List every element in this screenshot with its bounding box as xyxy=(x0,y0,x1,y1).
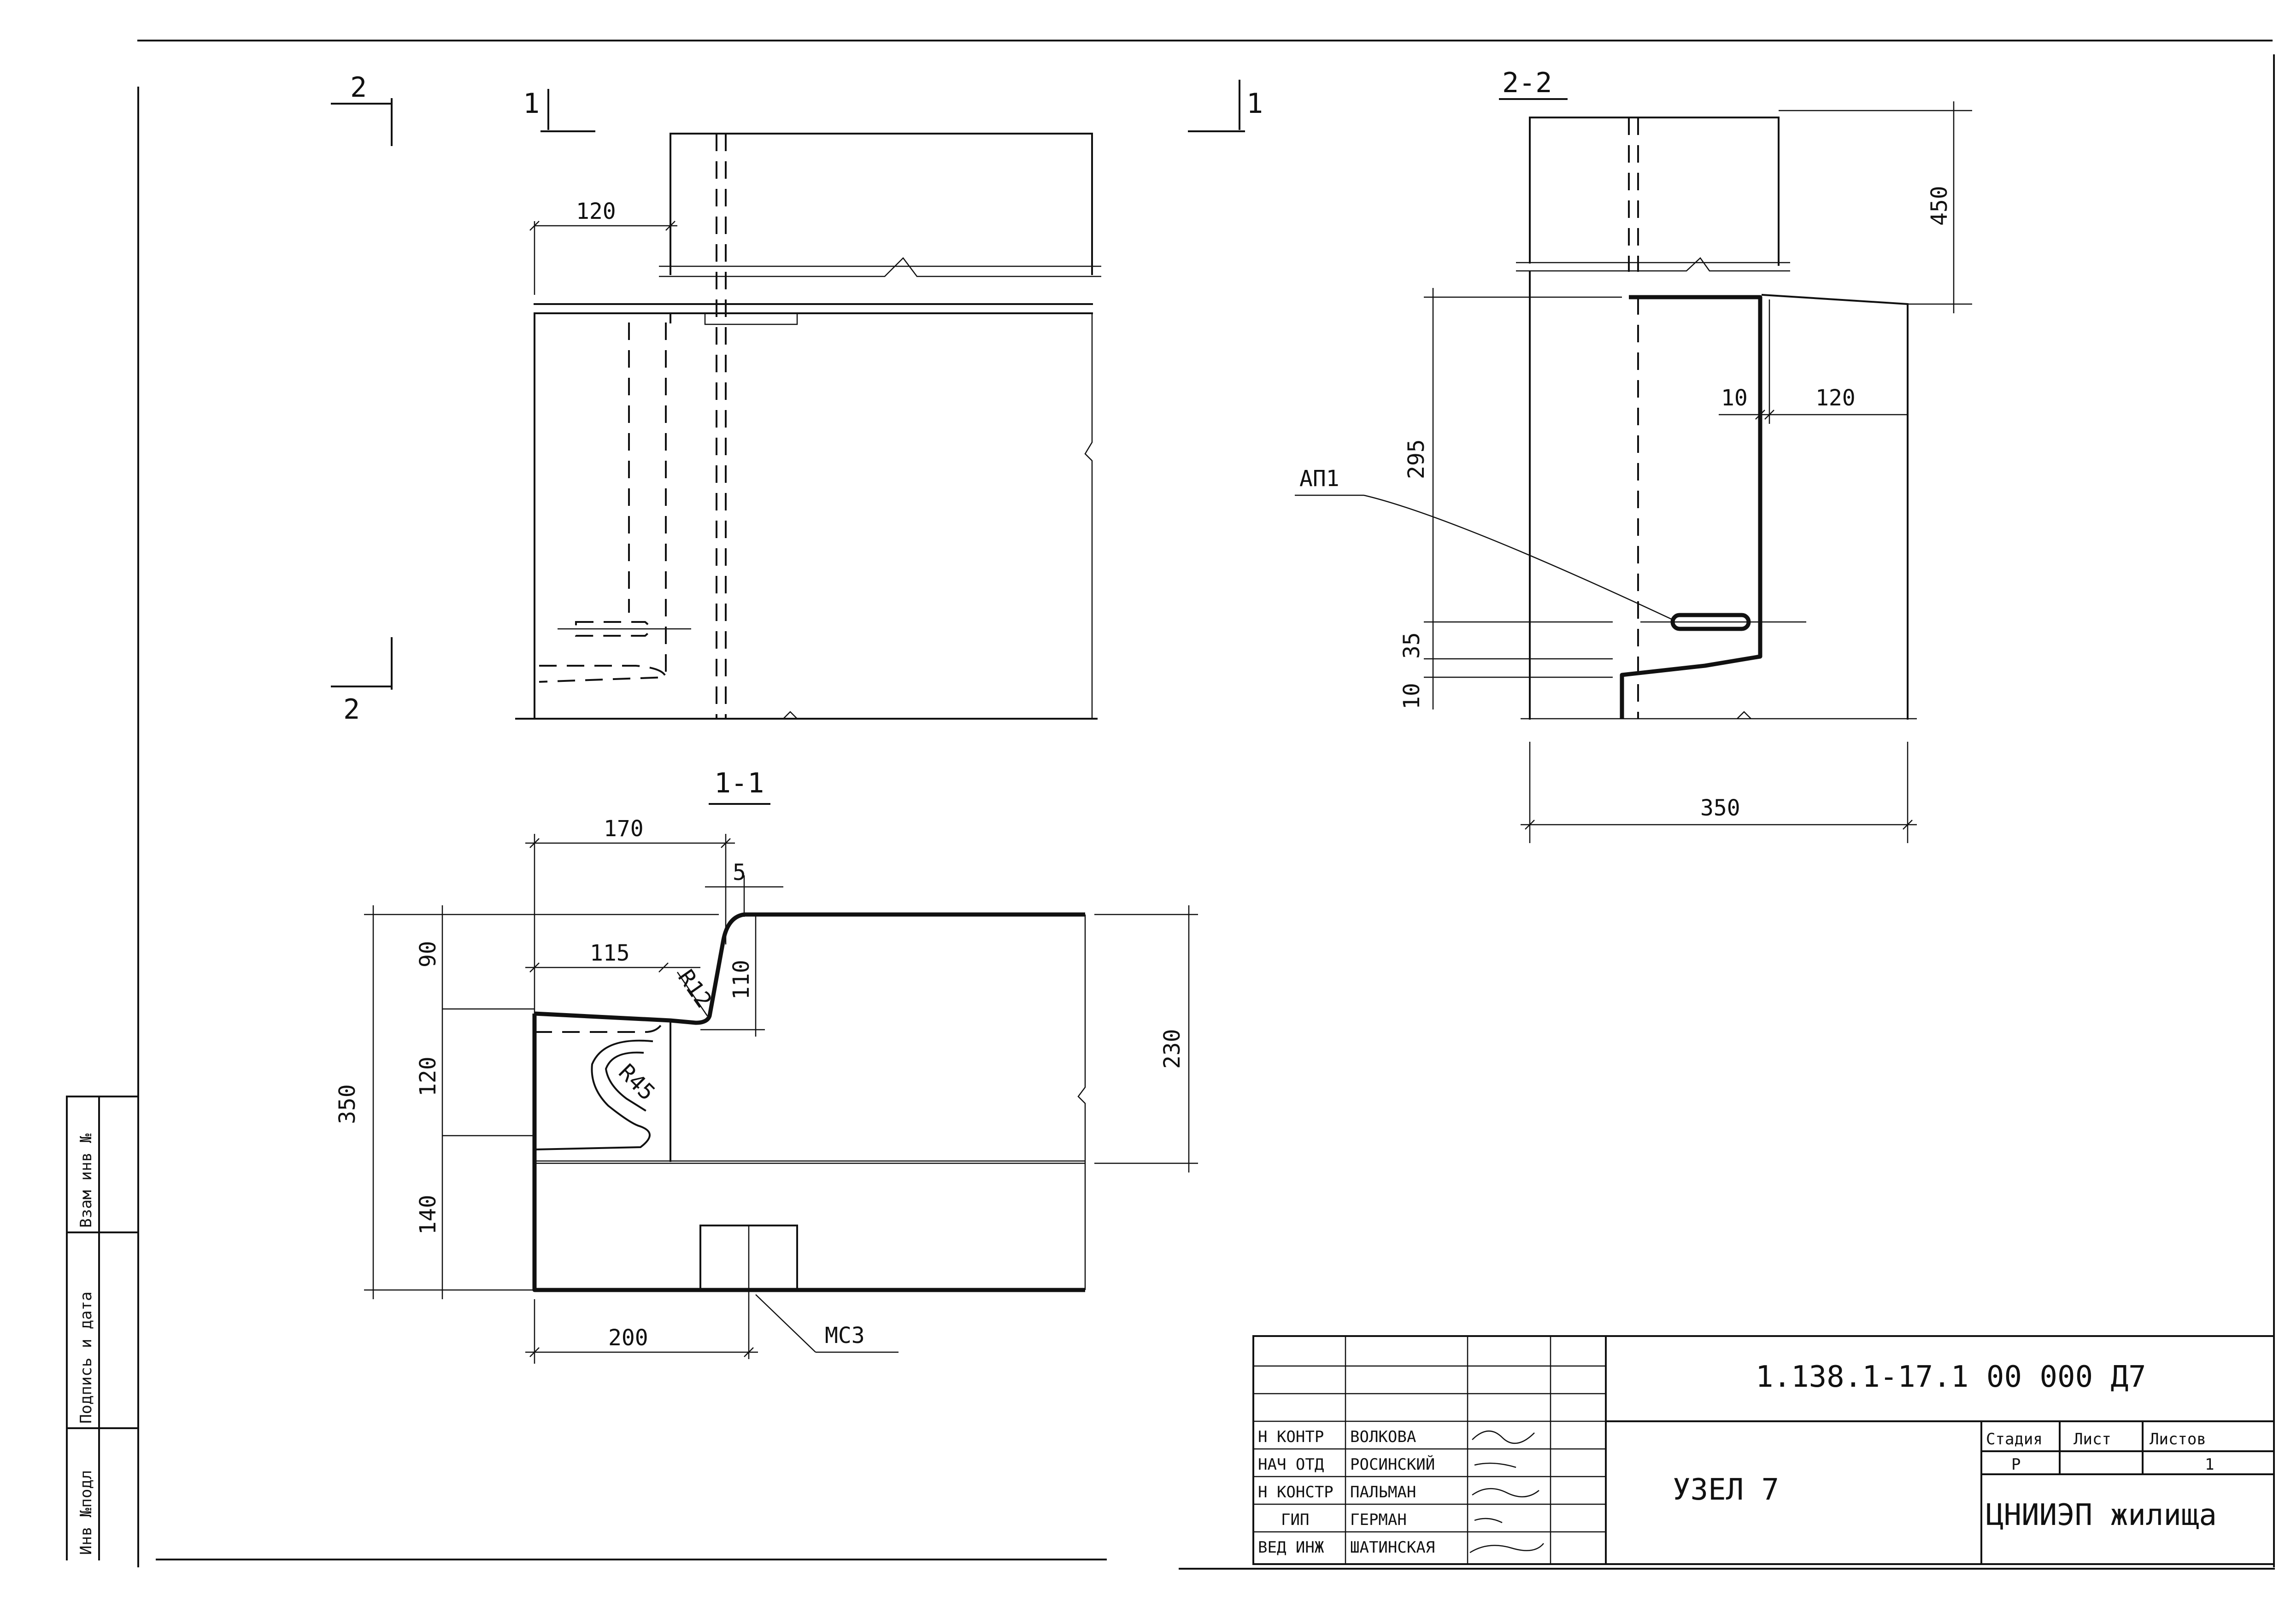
tb-title: УЗЕЛ 7 xyxy=(1673,1473,1779,1507)
section-mark-2-top-label: 2 xyxy=(350,71,367,104)
dim-200: 200 xyxy=(608,1325,648,1351)
tb-role-4: ВЕД ИНЖ xyxy=(1258,1538,1324,1557)
section-mark-1-right-label: 1 xyxy=(1246,88,1263,120)
section-mark-2-bottom: 2 xyxy=(331,637,393,726)
section-mark-1-left-label: 1 xyxy=(523,88,540,120)
tb-sheets-value: 1 xyxy=(2205,1455,2214,1474)
section-mark-2-top: 2 xyxy=(331,71,393,146)
dim-230: 230 xyxy=(1159,1029,1185,1069)
side-stamp-inv-podl: Инв №подл xyxy=(77,1470,95,1555)
dim-350-left: 350 xyxy=(335,1084,360,1124)
section-mark-2-bottom-label: 2 xyxy=(343,693,360,726)
plan-dim-120-text: 120 xyxy=(576,199,616,224)
tb-name-3: ГЕРМАН xyxy=(1350,1511,1407,1529)
section-mark-1-left: 1 xyxy=(523,88,595,132)
side-stamp-vzam-inv: Взам инв № xyxy=(77,1133,95,1228)
tb-role-2: Н КОНСТР xyxy=(1258,1483,1333,1501)
dim-10-bottom: 10 xyxy=(1399,683,1425,709)
dim-110: 110 xyxy=(728,960,754,1000)
callout-mc3: МС3 xyxy=(825,1323,865,1348)
tb-name-1: РОСИНСКИЙ xyxy=(1350,1455,1435,1474)
tb-name-4: ШАТИНСКАЯ xyxy=(1350,1538,1435,1557)
dim-450: 450 xyxy=(1927,186,1952,226)
dim-170: 170 xyxy=(604,816,644,842)
tb-name-0: ВОЛКОВА xyxy=(1350,1428,1416,1446)
section-1-1-title: 1-1 xyxy=(714,767,764,799)
signatures xyxy=(1469,1431,1544,1554)
section-mark-1-right: 1 xyxy=(1188,80,1263,132)
dim-35: 35 xyxy=(1399,632,1425,659)
dim-r45: R45 xyxy=(614,1059,660,1106)
tb-role-3: ГИП xyxy=(1281,1511,1309,1529)
tb-name-2: ПАЛЬМАН xyxy=(1350,1483,1416,1501)
tb-stage-value: Р xyxy=(2011,1455,2021,1474)
tb-role-1: НАЧ ОТД xyxy=(1258,1455,1324,1474)
dim-120-right: 120 xyxy=(1815,385,1856,411)
dim-350-bottom: 350 xyxy=(1700,795,1740,821)
section-1-1: 1-1 170 5 115 R12 xyxy=(335,767,1198,1364)
dim-10-top: 10 xyxy=(1721,385,1748,411)
dim-90: 90 xyxy=(415,941,441,967)
dim-115: 115 xyxy=(590,940,630,966)
section-2-2-title: 2-2 xyxy=(1502,67,1552,99)
tb-organization: ЦНИИЭП жилища xyxy=(1986,1498,2217,1532)
tb-doc-code: 1.138.1-17.1 00 000 Д7 xyxy=(1756,1360,2146,1394)
dim-140: 140 xyxy=(415,1195,441,1235)
dim-120-left: 120 xyxy=(415,1056,441,1096)
sheet-frame xyxy=(137,40,2275,1570)
side-stamp-signature-date: Подпись и дата xyxy=(77,1291,95,1424)
side-stamp: Инв №подл Подпись и дата Взам инв № xyxy=(66,1096,139,1560)
plan-dim-120: 120 xyxy=(529,199,677,295)
callout-ap1: АП1 xyxy=(1299,466,1339,492)
tb-stage-label: Стадия xyxy=(1986,1430,2043,1448)
tb-sheet-label: Лист xyxy=(2074,1430,2111,1448)
plan-view: 2 2 1 1 xyxy=(331,71,1263,726)
dim-295: 295 xyxy=(1404,439,1429,479)
tb-role-0: Н КОНТР xyxy=(1258,1428,1324,1446)
tb-sheets-label: Листов xyxy=(2150,1430,2206,1448)
title-block: Н КОНТР ВОЛКОВА НАЧ ОТД РОСИНСКИЙ Н КОНС… xyxy=(1252,1335,2275,1565)
section-2-2: 2-2 450 295 35 10 xyxy=(1295,67,1972,843)
dim-5: 5 xyxy=(733,860,746,885)
